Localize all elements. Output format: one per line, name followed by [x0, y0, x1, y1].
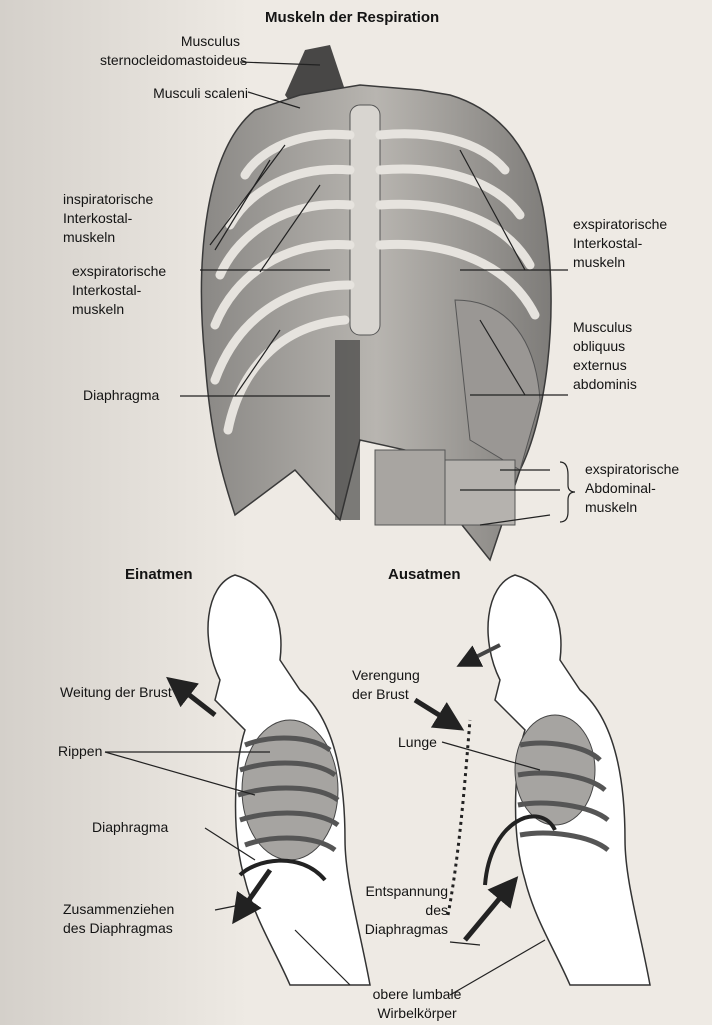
label-sternocleidomastoideus: Musculus sternocleidomastoideus [100, 32, 240, 70]
label-scaleni: Musculi scaleni [100, 84, 248, 103]
inhale-title: Einatmen [125, 565, 193, 584]
abdominal-block [375, 450, 445, 525]
inhale-illustration [170, 575, 370, 985]
exhale-chest-arrow [415, 700, 460, 728]
label-expiratory-intercostal-left: exspiratorische Interkostal- muskeln [72, 262, 166, 319]
label-chest-narrowing: Verengung der Brust [352, 666, 420, 704]
inhale-chest-arrow [170, 680, 215, 715]
label-expiratory-intercostal-right: exspiratorische Interkostal- muskeln [573, 215, 667, 272]
exhale-diaphragm-arrow [465, 880, 515, 940]
label-obliquus: Musculus obliquus externus abdominis [573, 318, 637, 394]
label-diaphragma-inhale: Diaphragma [92, 818, 168, 837]
sternum-shape [350, 105, 380, 335]
label-diaphragm-contraction: Zusammenziehen des Diaphragmas [63, 900, 174, 938]
label-diaphragma-top: Diaphragma [83, 386, 159, 405]
label-chest-expansion: Weitung der Brust [60, 683, 172, 702]
label-diaphragm-relaxation: Entspannung des Diaphragmas [358, 882, 448, 939]
exhale-title: Ausatmen [388, 565, 461, 584]
label-inspiratory-intercostal: inspiratorische Interkostal- muskeln [63, 190, 153, 247]
figure-title: Muskeln der Respiration [265, 8, 439, 27]
label-abdominal-muscles: exspiratorische Abdominal- muskeln [585, 460, 679, 517]
label-ribs: Rippen [58, 742, 102, 761]
label-lumbar-vertebrae: obere lumbale Wirbelkörper [357, 985, 477, 1023]
label-lung: Lunge [398, 733, 437, 752]
exhale-illustration [415, 575, 650, 985]
rib-cage-illustration [202, 45, 551, 560]
spine-shape [335, 340, 360, 520]
